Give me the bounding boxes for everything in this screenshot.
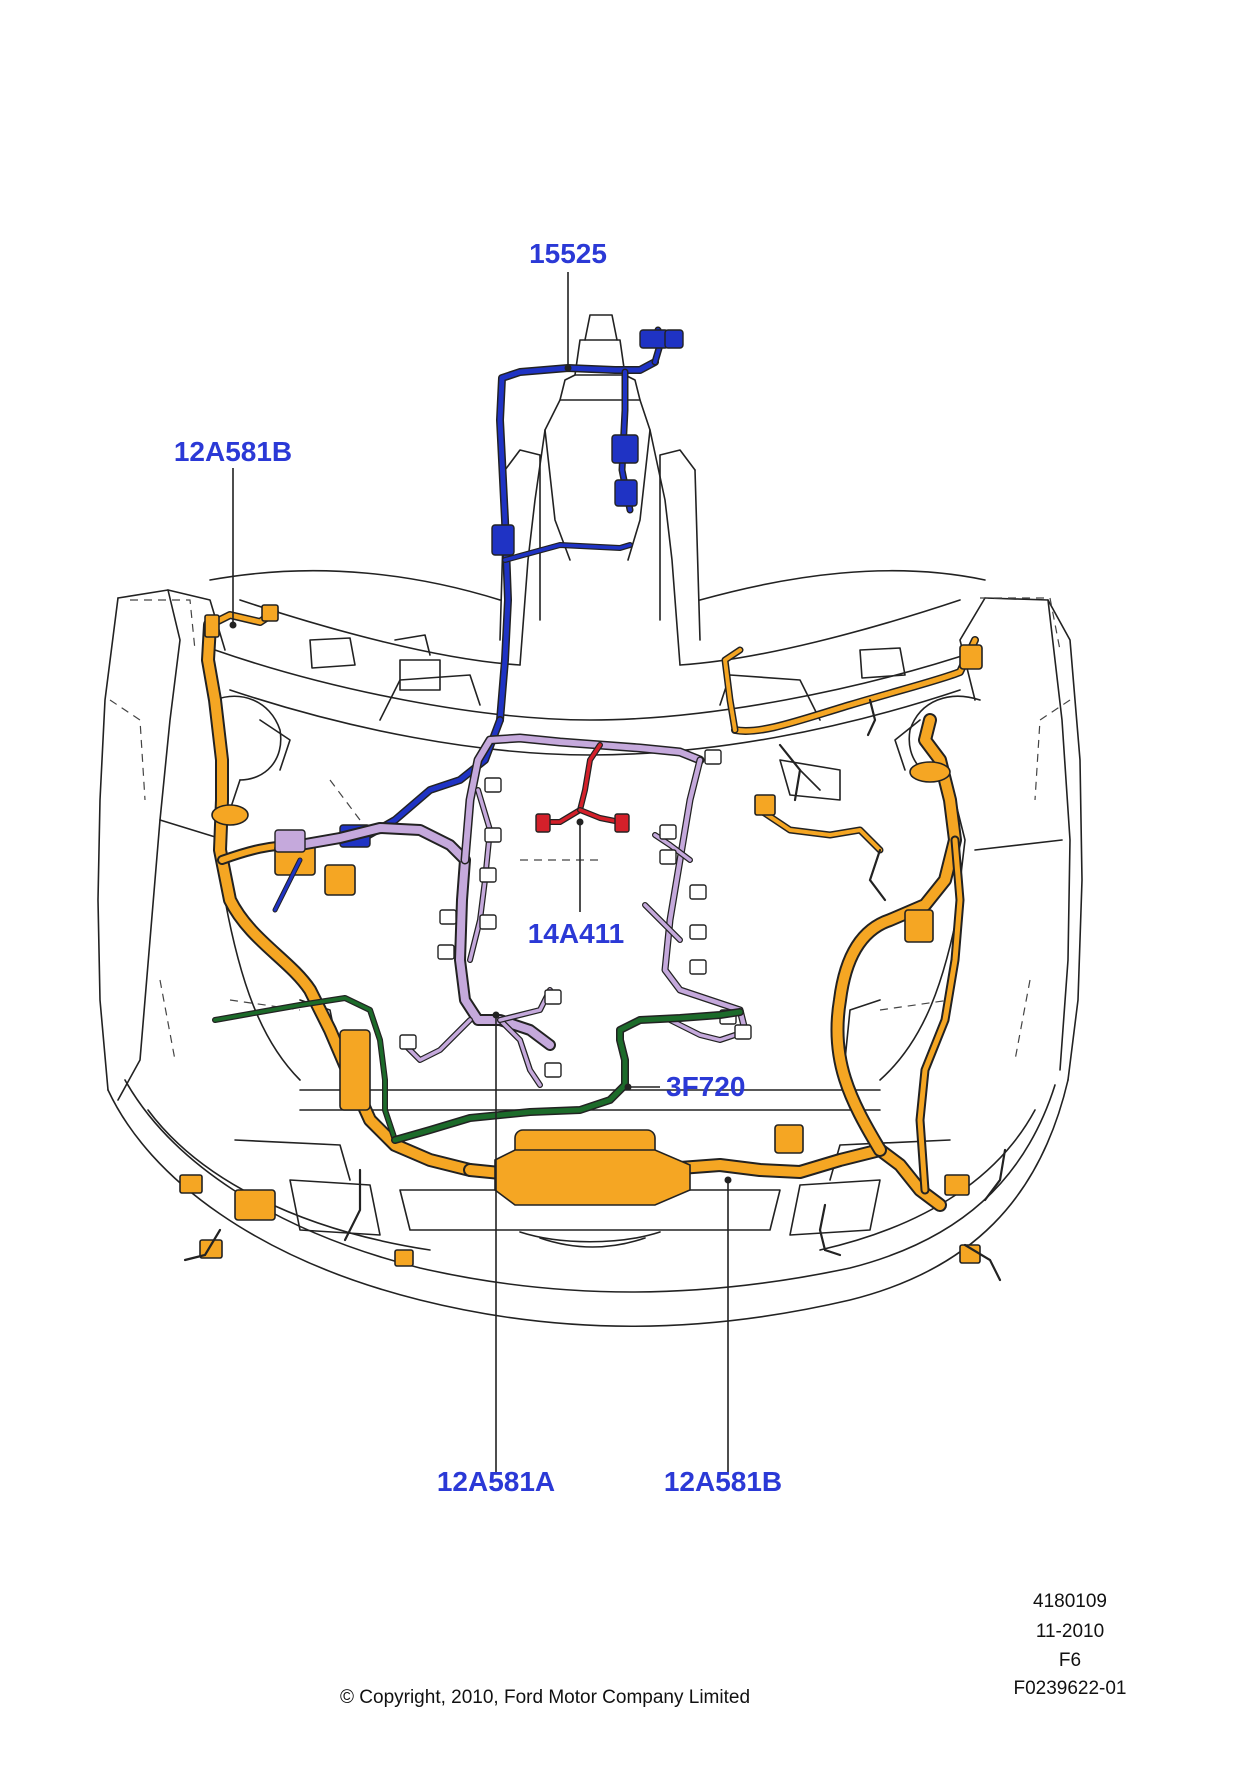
leader-lines: [232, 272, 729, 1472]
callout-14a411: 14A411: [528, 918, 625, 949]
harness-14a411: [537, 742, 623, 825]
callout-12a581b-top: 12A581B: [174, 436, 292, 467]
pigtail-wires: [183, 698, 1007, 1282]
harness-12a581a: [294, 733, 749, 1088]
harness-12a581b-components: [179, 604, 983, 1267]
illustration-code: F6: [1058, 1650, 1082, 1671]
illustration-date: 11-2010: [1035, 1621, 1105, 1642]
callout-3f720: 3F720: [666, 1071, 745, 1102]
callout-12a581a: 12A581A: [437, 1466, 555, 1497]
callout-labels: 15525 12A581B 14A411 3F720 12A581A 12A58…: [174, 238, 782, 1497]
harness-14a411-connectors: [535, 813, 630, 833]
illustration-number: 4180109: [1033, 1591, 1107, 1612]
leader-anchor-dots: [229, 364, 732, 1184]
callout-15525: 15525: [529, 238, 607, 269]
callout-12a581b-bottom: 12A581B: [664, 1466, 782, 1497]
copyright-notice: © Copyright, 2010, Ford Motor Company Li…: [340, 1687, 751, 1708]
figure-id: F0239622-01: [1013, 1678, 1127, 1699]
harness-3f720: [212, 995, 744, 1144]
harness-12a581b: [201, 608, 979, 1212]
